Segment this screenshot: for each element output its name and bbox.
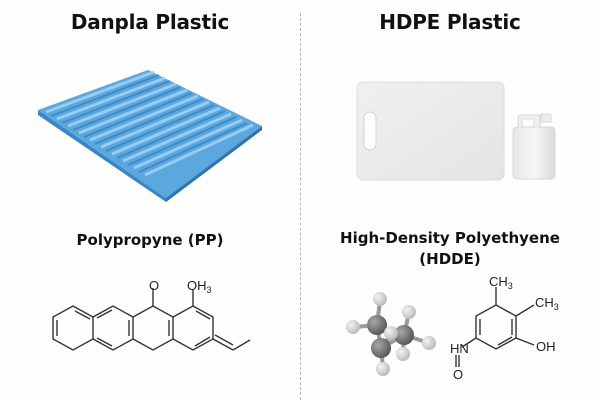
ketone-o-label: O	[149, 280, 159, 293]
corrugated-sheet-image	[38, 70, 262, 202]
right-subtitle-line1: High-Density Polyethyene	[340, 229, 560, 247]
hdpe-structure-diagram: CH3 CH3 OH HN O	[450, 275, 559, 382]
right-title: HDPE Plastic	[379, 10, 521, 34]
left-title: Danpla Plastic	[70, 10, 230, 34]
hdpe-products-image	[356, 81, 556, 181]
ch3-right-label: CH	[535, 295, 554, 310]
hn-label: HN	[450, 341, 469, 356]
oh-label: OH	[536, 339, 556, 354]
oh3-label: OH	[187, 280, 207, 293]
cutting-board	[356, 81, 505, 181]
svg-text:CH3: CH3	[489, 275, 513, 291]
o-label: O	[453, 367, 463, 382]
svg-text:OH3: OH3	[187, 280, 212, 295]
panel-divider	[300, 13, 301, 400]
svg-text:CH3: CH3	[535, 295, 559, 312]
right-subtitle-line2: (HDDE)	[419, 250, 481, 268]
ch3-top-label: CH	[489, 275, 508, 289]
plastic-jug	[512, 113, 556, 180]
pp-structure-diagram: O OH3	[52, 280, 251, 351]
left-subtitle: Polypropyne (PP)	[76, 231, 224, 249]
ball-and-stick-model	[346, 292, 436, 376]
